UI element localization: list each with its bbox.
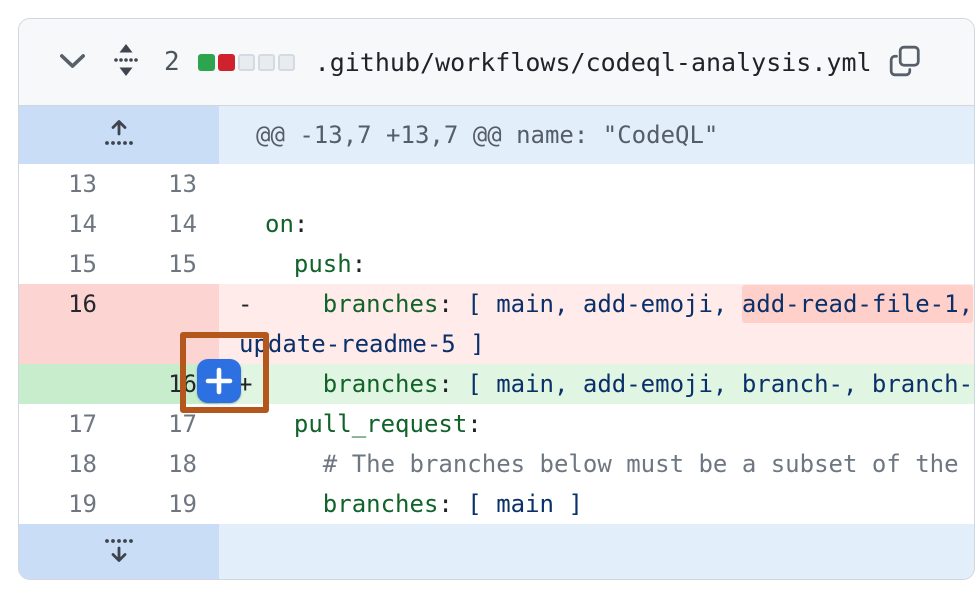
code-segment: [ main, add-emoji,: [452, 290, 742, 318]
code-cell: - branches: [ main, add-emoji, add-read-…: [219, 284, 974, 364]
copy-path-button[interactable]: [888, 44, 922, 81]
code-segment: [265, 370, 323, 398]
copy-icon: [888, 44, 922, 81]
code-cell: [219, 164, 974, 204]
collapse-file-button[interactable]: [59, 53, 86, 72]
word-diff-highlight: add-read-file-1,: [741, 285, 974, 323]
code-segment: [265, 410, 294, 438]
code-cell: branches: [ main ]: [219, 484, 974, 524]
new-line-number[interactable]: 13: [168, 170, 197, 198]
diff-stat-block-empty: [257, 53, 275, 71]
old-line-number[interactable]: 19: [68, 490, 97, 518]
diff-stat-block-removed: [217, 53, 235, 71]
code-cell: push:: [219, 244, 974, 284]
file-path: .github/workflows/codeql-analysis.yml: [314, 47, 872, 77]
diff-marker: [219, 404, 265, 444]
old-line-number[interactable]: [19, 364, 119, 404]
diff-line: 16+ branches: [ main, add-emoji, branch-…: [19, 364, 974, 404]
hunk-header-text: @@ -13,7 +13,7 @@ name: "CodeQL": [219, 106, 974, 164]
expand-bottom-row: [19, 524, 974, 579]
code-segment: [265, 290, 323, 318]
changed-lines-count: 2: [164, 47, 180, 77]
add-line-comment-button[interactable]: [197, 359, 241, 403]
diff-line: 16 - branches: [ main, add-emoji, add-rea…: [19, 284, 974, 364]
code-cell: pull_request:: [219, 404, 974, 444]
expand-up-icon: [98, 117, 140, 154]
new-line-number[interactable]: 19: [168, 490, 197, 518]
file-header: 2 .github/workflows/codeql-analysis.yml: [19, 19, 974, 106]
code-segment: update-readme-5 ]: [239, 330, 485, 358]
code-segment: [265, 490, 323, 518]
code-segment: push: [293, 250, 352, 278]
new-line-number[interactable]: [119, 284, 219, 364]
expand-up-button[interactable]: [19, 106, 219, 164]
code-segment: # The branches below must be a subset of…: [265, 450, 959, 478]
code-segment: pull_request: [293, 410, 468, 438]
code-segment: branches: [322, 370, 439, 398]
code-segment: [265, 250, 294, 278]
code-segment: [ main ]: [452, 490, 583, 518]
hunk-header-row: @@ -13,7 +13,7 @@ name: "CodeQL": [19, 106, 974, 164]
diff-stat-block-empty: [237, 53, 255, 71]
diff-marker: [219, 204, 265, 244]
old-line-number[interactable]: 14: [68, 210, 97, 238]
code-segment: branches: [322, 490, 439, 518]
code-segment: on: [265, 210, 294, 238]
diff-table: @@ -13,7 +13,7 @@ name: "CodeQL" 13 13 14…: [19, 106, 974, 579]
diff-marker: -: [238, 290, 253, 318]
diff-marker: [219, 164, 265, 204]
code-segment: :: [438, 370, 453, 398]
code-segment: [ main, add-emoji, branch-, branch-: [452, 370, 974, 398]
code-segment: :: [467, 410, 482, 438]
code-segment: branches: [322, 290, 439, 318]
diff-line: 17 17 pull_request:: [19, 404, 974, 444]
old-line-number[interactable]: 16: [19, 284, 119, 364]
old-line-number[interactable]: 13: [68, 170, 97, 198]
diff-line: 13 13: [19, 164, 974, 204]
expand-down-icon: [98, 533, 140, 570]
diff-marker: [219, 484, 265, 524]
diff-line: 18 18 # The branches below must be a subs…: [19, 444, 974, 484]
code-segment: :: [351, 250, 367, 278]
expand-bottom-filler: [219, 524, 974, 579]
diff-stat-block-added: [197, 53, 215, 71]
old-line-number[interactable]: 15: [68, 250, 97, 278]
diff-line: 14 14 on:: [19, 204, 974, 244]
new-line-number[interactable]: 14: [168, 210, 197, 238]
code-segment: :: [438, 290, 453, 318]
file-diff-card: 2 .github/workflows/codeql-analysis.yml: [18, 18, 975, 580]
code-cell: # The branches below must be a subset of…: [219, 444, 974, 484]
chevron-down-icon: [59, 53, 86, 72]
diff-marker: [219, 444, 265, 484]
diff-stat-block-empty: [277, 53, 295, 71]
drag-grabber-icon[interactable]: [112, 42, 140, 83]
code-segment: :: [438, 490, 453, 518]
new-line-number[interactable]: 17: [168, 410, 197, 438]
new-line-number[interactable]: 18: [168, 450, 197, 478]
diff-stat-blocks: [197, 53, 295, 71]
old-line-number[interactable]: 17: [68, 410, 97, 438]
new-line-number[interactable]: 15: [168, 250, 197, 278]
diff-marker: +: [238, 370, 253, 398]
code-cell: + branches: [ main, add-emoji, branch-, …: [219, 364, 974, 404]
diff-line: 19 19 branches: [ main ]: [19, 484, 974, 524]
expand-down-button[interactable]: [19, 524, 219, 579]
diff-marker: [219, 244, 265, 284]
code-cell: on:: [219, 204, 974, 244]
plus-icon: [205, 367, 233, 395]
old-line-number[interactable]: 18: [68, 450, 97, 478]
code-segment: :: [293, 210, 309, 238]
diff-lines: 13 13 14 14 on: 15 15 push: 16 - branches: [ m…: [19, 164, 974, 524]
diff-line: 15 15 push:: [19, 244, 974, 284]
